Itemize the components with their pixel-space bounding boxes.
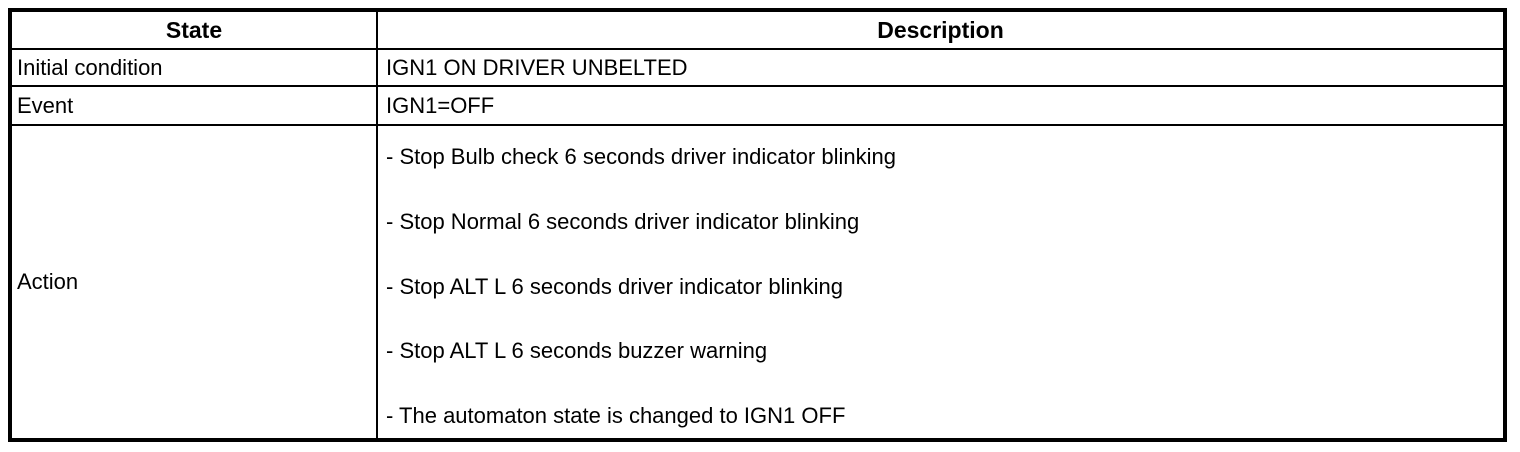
state-description-table: State Description Initial condition IGN1… bbox=[8, 8, 1507, 442]
column-header-state: State bbox=[12, 12, 378, 50]
cell-description-initial-condition: IGN1 ON DRIVER UNBELTED bbox=[378, 50, 1503, 87]
cell-state-event: Event bbox=[12, 87, 378, 126]
cell-state-action: Action bbox=[12, 126, 378, 438]
column-header-description: Description bbox=[378, 12, 1503, 50]
action-line: - Stop ALT L 6 seconds driver indicator … bbox=[386, 273, 843, 299]
cell-state-initial-condition: Initial condition bbox=[12, 50, 378, 87]
action-line: - Stop Bulb check 6 seconds driver indic… bbox=[386, 144, 896, 169]
action-line: - The automaton state is changed to IGN1… bbox=[386, 403, 846, 428]
cell-description-action: - Stop Bulb check 6 seconds driver indic… bbox=[378, 126, 1503, 438]
cell-description-event: IGN1=OFF bbox=[378, 87, 1503, 126]
action-line: - Stop Normal 6 seconds driver indicator… bbox=[386, 208, 860, 234]
action-line: - Stop ALT L 6 seconds buzzer warning bbox=[386, 338, 768, 364]
